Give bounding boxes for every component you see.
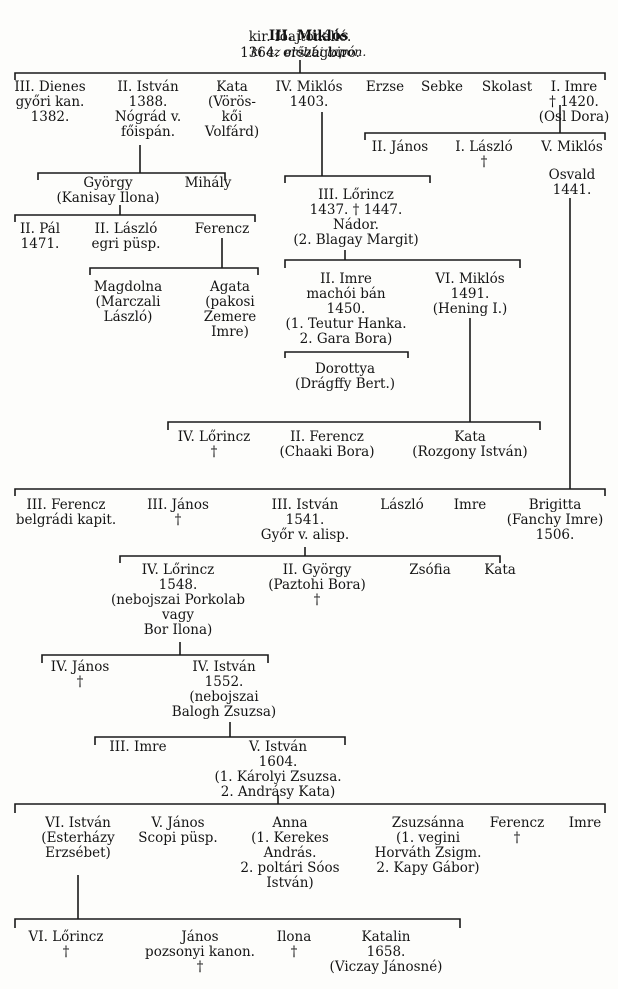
person-lorincz-4: IV. Lőrincz †: [177, 429, 251, 460]
person-osvald: Osvald 1441.: [548, 167, 596, 198]
person-istvan-3: III. István 1541. Győr v. alisp.: [260, 497, 350, 543]
root-office: 1364. országbiró.: [240, 45, 360, 61]
person-janos-5: V. János Scopi püsp.: [138, 815, 218, 846]
person-mihaly: Mihály: [184, 175, 232, 191]
person-katalin: Katalin 1658. (Viczay Jánosné): [329, 929, 443, 975]
person-imre-1: I. Imre † 1420. (Osl Dora): [538, 79, 610, 125]
person-pal-2: II. Pál 1471.: [19, 221, 61, 252]
person-lorincz-3: III. Lőrincz 1437. † 1447. Nádor. (2. Bl…: [293, 187, 419, 248]
person-kata-3: Kata: [484, 562, 516, 578]
person-janos-6: János pozsonyi kanon. †: [145, 929, 255, 975]
person-dorottya: Dorottya (Drágffy Bert.): [294, 361, 396, 392]
person-ferencz-4: Ferencz †: [489, 815, 545, 846]
person-istvan-6: VI. István (Esterházy Erzsébet): [41, 815, 115, 861]
person-imre-2: II. Imre machói bán 1450. (1. Teutur Han…: [285, 271, 407, 347]
person-dienes-3: III. Dienes győri kan. 1382.: [14, 79, 86, 125]
person-agata: Agata (pakosi Zemere Imre): [203, 279, 257, 340]
person-kata-2: Kata (Rozgony István): [412, 429, 528, 460]
person-ferencz-3: III. Ferencz belgrádi kapit.: [15, 497, 117, 528]
person-magdolna: Magdolna (Marczali László): [93, 279, 163, 325]
person-skolast: Skolast: [481, 79, 533, 95]
person-imre-5: Imre: [568, 815, 602, 831]
person-lorincz-6: VI. Lőrincz †: [28, 929, 104, 960]
person-imre-3: Imre: [453, 497, 487, 513]
person-miklos-6: VI. Miklós 1491. (Hening I.): [432, 271, 508, 317]
person-miklos-5: V. Miklós: [541, 139, 603, 155]
person-gyorgy-2: II. György (Paztohi Bora) †: [268, 562, 366, 608]
person-sebke: Sebke: [420, 79, 464, 95]
person-ilona: Ilona †: [276, 929, 312, 960]
person-istvan-2: II. István 1388. Nógrád v. főispán.: [114, 79, 182, 140]
person-erzse: Erzse: [365, 79, 405, 95]
person-zsofia: Zsófia: [409, 562, 451, 578]
person-lorincz-5: IV. Lőrincz 1548. (nebojszai Porkolab va…: [110, 562, 246, 638]
person-zsuzsanna: Zsuzsánna (1. vegini Horváth Zsigm. 2. K…: [374, 815, 482, 876]
person-kata-1: Kata (Vörös- kői Volfárd): [204, 79, 260, 140]
root-name: III. Miklós: [268, 28, 349, 44]
person-laszlo-1: I. László †: [455, 139, 513, 170]
person-istvan-5: V. István 1604. (1. Károlyi Zsuzsa. 2. A…: [214, 739, 342, 800]
root-note: ki az előbbi lapon.: [250, 44, 367, 59]
person-laszlo-3: László: [380, 497, 424, 513]
root-person: III. Miklós ki az előbbi lapon.: [234, 14, 367, 75]
person-ferencz-2: II. Ferencz (Chaaki Bora): [279, 429, 375, 460]
person-janos-4: IV. János †: [50, 659, 110, 690]
person-istvan-4: IV. István 1552. (nebojszai Balogh Zsuzs…: [171, 659, 277, 720]
person-brigitta: Brigitta (Fanchy Imre) 1506.: [506, 497, 604, 543]
person-miklos-4: IV. Miklós 1403.: [275, 79, 343, 110]
person-ferencz-1: Ferencz: [194, 221, 250, 237]
person-janos-3: III. János †: [147, 497, 209, 528]
person-laszlo-2: II. László egri püsp.: [91, 221, 161, 252]
root-title: kir. főajtónálló.: [248, 29, 352, 45]
person-anna: Anna (1. Kerekes András. 2. poltári Sóos…: [240, 815, 340, 891]
person-imre-4: III. Imre: [109, 739, 167, 755]
person-gyorgy: György (Kanisay Ilona): [56, 175, 160, 206]
person-janos-2: II. János: [371, 139, 429, 155]
